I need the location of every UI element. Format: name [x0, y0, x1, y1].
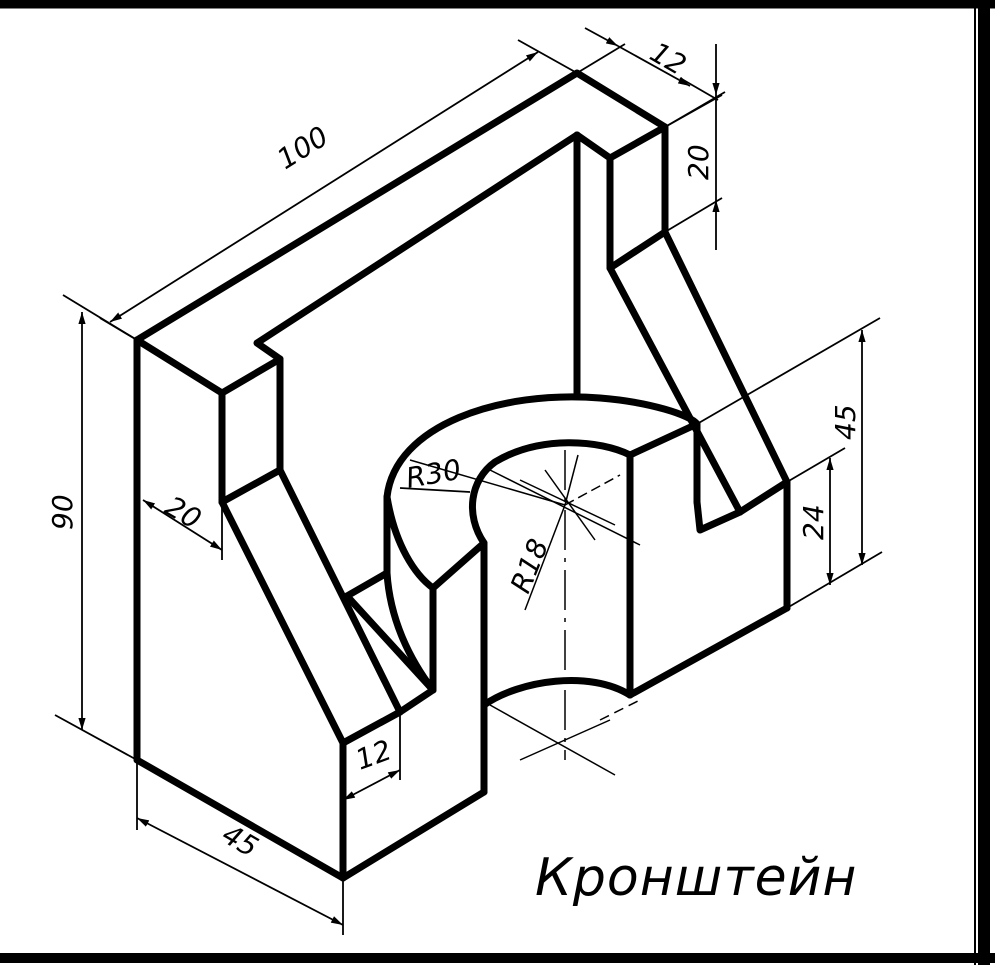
dim-top-height: 20	[682, 144, 715, 180]
dim-radius-inner: R18	[504, 534, 555, 597]
dim-length-top: 100	[271, 120, 334, 176]
dim-step-height: 45	[829, 404, 862, 440]
dim-top-thickness: 12	[645, 35, 692, 81]
dim-base-width: 45	[217, 817, 264, 863]
dim-radius-outer: R30	[403, 453, 463, 495]
dimension-lines	[54, 27, 883, 935]
dim-height-total: 90	[46, 494, 79, 530]
dim-base-depth: 12	[351, 733, 396, 776]
dim-notch-height: 24	[797, 504, 830, 540]
center-lines	[409, 450, 641, 776]
dim-rib-width: 20	[160, 489, 207, 535]
drawing-title: Кронштейн	[535, 848, 857, 908]
